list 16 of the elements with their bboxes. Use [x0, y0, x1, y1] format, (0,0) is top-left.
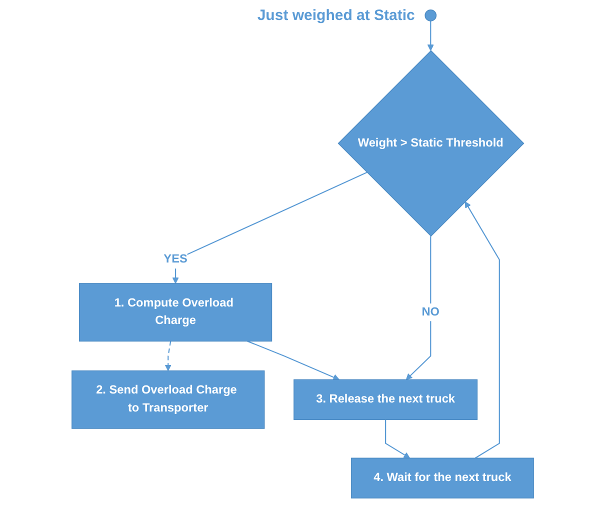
edge-label: NO [422, 306, 440, 318]
arrow [172, 172, 368, 284]
node-box: 1. Compute Overload Charge [79, 283, 272, 342]
node-diamond: Weight > Static Threshold [338, 50, 525, 237]
arrow [428, 21, 434, 51]
node-caption: Just weighed at Static [257, 6, 415, 24]
arrow [385, 420, 410, 458]
node-box: 3. Release the next truck [294, 379, 478, 420]
arrow [247, 340, 340, 380]
arrow [165, 341, 172, 372]
node-box: 4. Wait for the next truck [351, 458, 534, 498]
node-circle [424, 10, 437, 22]
arrow [465, 201, 500, 459]
node-box: 2. Send Overload Charge to Transporter [72, 370, 265, 429]
edge-label: YES [164, 253, 188, 266]
arrow [406, 236, 432, 380]
